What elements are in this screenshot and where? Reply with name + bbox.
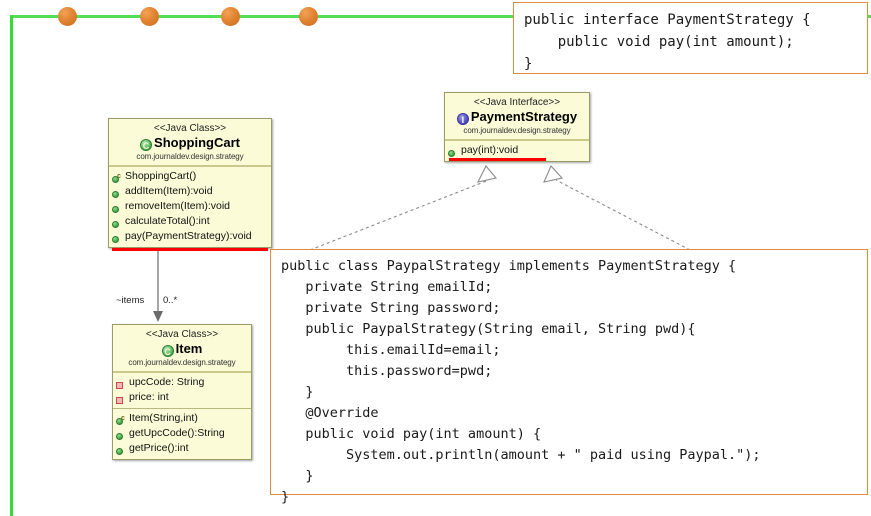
field-label: upcCode: String — [129, 376, 205, 388]
member-label: addItem(Item):void — [125, 185, 213, 197]
class-fields-section: upcCode: String price: int — [113, 373, 251, 408]
member-label: ShoppingCart() — [125, 170, 197, 182]
association-arrowhead — [153, 311, 163, 322]
decor-vertical-rail — [10, 15, 13, 516]
member-row[interactable]: getPrice():int — [113, 441, 251, 456]
code-text: public class PaypalStrategy implements P… — [281, 258, 761, 505]
public-method-icon — [116, 445, 123, 460]
private-field-icon — [116, 394, 123, 409]
field-row[interactable]: price: int — [113, 390, 251, 405]
public-method-icon — [112, 218, 119, 233]
public-constructor-icon — [116, 415, 123, 430]
realization-triangle-right — [543, 165, 564, 183]
class-package: com.journaldev.design.strategy — [136, 152, 244, 161]
class-badge-icon: C — [161, 345, 174, 357]
member-label: calculateTotal():int — [125, 215, 210, 227]
member-row[interactable]: calculateTotal():int — [109, 214, 271, 229]
class-name-text: ShoppingCart — [154, 135, 240, 150]
code-text: public interface PaymentStrategy { publi… — [524, 12, 811, 72]
member-label: removeItem(Item):void — [125, 200, 231, 212]
decor-bead-icon — [140, 7, 159, 26]
member-row-highlighted[interactable]: pay(PaymentStrategy):void — [109, 229, 271, 244]
interface-members-section: pay(int):void — [445, 141, 589, 161]
interface-name-text: PaymentStrategy — [470, 109, 578, 124]
highlight-underline-pay-shoppingcart — [112, 248, 268, 251]
realization-line-right — [555, 179, 691, 251]
member-row[interactable]: addItem(Item):void — [109, 184, 271, 199]
class-members-section: c ShoppingCart() addItem(Item):void remo… — [109, 167, 271, 247]
decor-bead-icon — [299, 7, 318, 26]
member-row[interactable]: c Item(String,int) — [113, 411, 251, 426]
code-block-paypal-strategy[interactable]: public class PaypalStrategy implements P… — [270, 249, 868, 505]
public-method-icon — [112, 233, 119, 248]
class-badge-icon: C — [140, 139, 153, 151]
realization-triangle-left — [476, 165, 498, 183]
public-method-icon — [448, 147, 455, 162]
realization-line-left — [309, 179, 490, 251]
class-package: com.journaldev.design.strategy — [128, 358, 236, 367]
class-stereotype: <<Java Class>> — [153, 123, 227, 134]
decor-horizontal-rail — [10, 15, 871, 18]
class-name-text: Item — [175, 341, 203, 356]
member-row[interactable]: removeItem(Item):void — [109, 199, 271, 214]
member-label: getPrice():int — [129, 442, 189, 454]
association-multiplicity-label: 0..* — [163, 295, 178, 306]
decor-bead-icon — [221, 7, 240, 26]
class-methods-section: c Item(String,int) getUpcCode():String g… — [113, 408, 251, 459]
member-label: pay(PaymentStrategy):void — [125, 230, 252, 242]
private-field-icon — [116, 379, 123, 394]
public-method-icon — [116, 430, 123, 445]
member-label: pay(int):void — [461, 144, 519, 156]
member-row[interactable]: getUpcCode():String — [113, 426, 251, 441]
public-method-icon — [112, 188, 119, 203]
member-row-highlighted[interactable]: pay(int):void — [445, 143, 589, 158]
field-row[interactable]: upcCode: String — [113, 375, 251, 390]
public-constructor-icon — [112, 173, 119, 188]
interface-stereotype: <<Java Interface>> — [473, 97, 561, 108]
association-role-label: ~items — [116, 295, 145, 306]
public-method-icon — [112, 203, 119, 218]
interface-badge-icon: I — [456, 113, 469, 125]
highlight-underline-pay-interface — [449, 158, 546, 161]
class-stereotype: <<Java Class>> — [145, 329, 219, 340]
constructor-superscript-icon: c — [117, 173, 121, 180]
member-label: Item(String,int) — [129, 412, 198, 424]
decor-bead-icon — [58, 7, 77, 26]
member-row[interactable]: c ShoppingCart() — [109, 169, 271, 184]
code-block-payment-strategy-interface[interactable]: public interface PaymentStrategy { publi… — [513, 2, 868, 74]
field-label: price: int — [129, 391, 169, 403]
member-label: getUpcCode():String — [129, 427, 225, 439]
constructor-superscript-icon: c — [121, 415, 125, 422]
interface-package: com.journaldev.design.strategy — [463, 126, 571, 135]
